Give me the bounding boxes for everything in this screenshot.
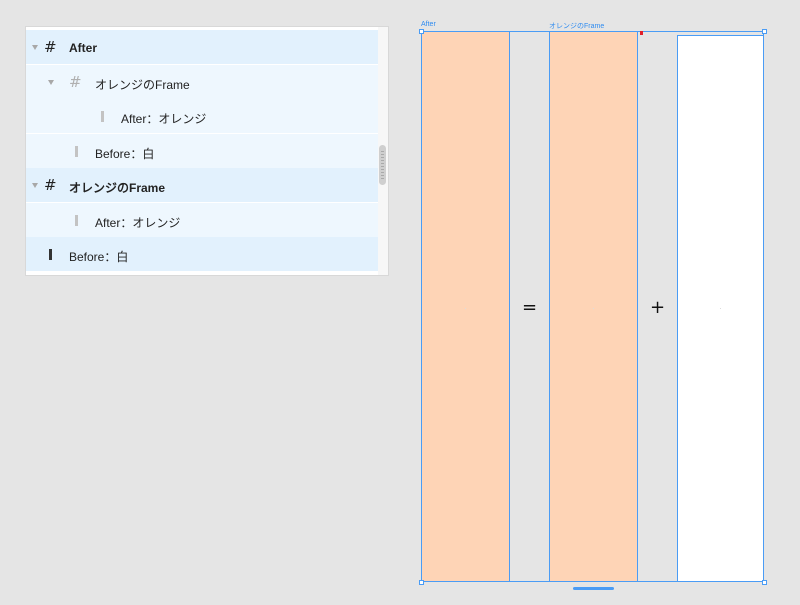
orange-frame[interactable] — [549, 31, 638, 582]
caret-down-icon[interactable] — [32, 45, 38, 50]
frame-icon: # — [44, 176, 57, 194]
before-white-rect[interactable] — [677, 35, 764, 582]
frame-icon: # — [44, 38, 57, 56]
frame-label-after[interactable]: After — [421, 21, 436, 28]
layer-row-after-orange-child[interactable]: After：オレンジ — [26, 203, 378, 237]
after-frame[interactable] — [421, 31, 510, 582]
rectangle-icon — [101, 111, 104, 122]
layer-label: オレンジのFrame — [69, 181, 166, 195]
layer-label: After：オレンジ — [95, 216, 181, 230]
layer-row-after[interactable]: # After — [26, 30, 378, 64]
frame-label-orange-frame[interactable]: オレンジのFrame — [549, 23, 605, 30]
plus-sign: + — [650, 297, 666, 318]
frame-icon: # — [69, 73, 82, 91]
layer-row-before-white-root[interactable]: Before：白 — [26, 237, 378, 271]
red-marker — [640, 31, 643, 35]
selection-box[interactable] — [421, 31, 764, 582]
bottom-resize-bar[interactable] — [573, 587, 614, 590]
center-dot — [593, 308, 594, 309]
rectangle-icon — [49, 249, 52, 260]
rectangle-icon — [75, 215, 78, 226]
layer-row-orange-frame-root[interactable]: # オレンジのFrame — [26, 168, 378, 202]
layer-row-orange-frame[interactable]: # オレンジのFrame — [26, 65, 378, 99]
resize-handle-bottom-left[interactable] — [419, 580, 424, 585]
layer-row-after-orange[interactable]: After：オレンジ — [26, 99, 378, 133]
layer-label: オレンジのFrame — [95, 78, 190, 92]
layers-panel: # After # オレンジのFrame After：オレンジ Before：白… — [26, 27, 388, 275]
center-dot — [465, 308, 466, 309]
layer-label: Before：白 — [69, 250, 129, 264]
rectangle-icon — [75, 146, 78, 157]
layer-row-before-white[interactable]: Before：白 — [26, 134, 378, 168]
layer-label: After — [69, 41, 98, 55]
resize-handle-top-left[interactable] — [419, 29, 424, 34]
layers-scrollbar[interactable] — [378, 27, 388, 275]
center-dot — [720, 308, 721, 309]
equals-sign: = — [522, 297, 538, 318]
scrollbar-thumb[interactable] — [379, 145, 386, 185]
caret-down-icon[interactable] — [32, 183, 38, 188]
resize-handle-top-right[interactable] — [762, 29, 767, 34]
resize-handle-bottom-right[interactable] — [762, 580, 767, 585]
layer-label: After：オレンジ — [121, 112, 207, 126]
layer-label: Before：白 — [95, 147, 155, 161]
caret-down-icon[interactable] — [48, 80, 54, 85]
